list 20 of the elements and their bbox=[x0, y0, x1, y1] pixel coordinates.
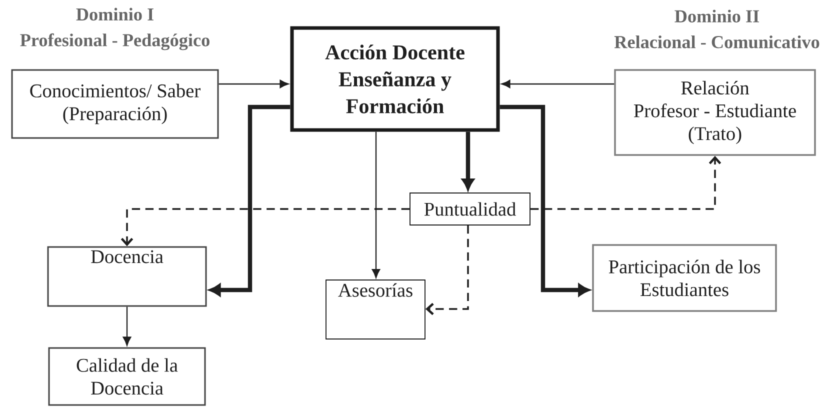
domain-heading: Dominio I Profesional - Pedagógico bbox=[20, 8, 210, 50]
process-box: Docencia bbox=[47, 246, 207, 307]
arrow bbox=[122, 306, 132, 346]
arrow bbox=[501, 80, 614, 88]
arrow bbox=[500, 104, 590, 296]
process-box: Puntualidad bbox=[410, 192, 530, 226]
process-box: Acción Docente Enseñanza y Formación bbox=[290, 26, 500, 132]
arrow bbox=[372, 132, 380, 278]
arrow bbox=[425, 225, 469, 316]
process-box: Conocimientos/ Saber (Preparación) bbox=[11, 69, 219, 139]
arrow bbox=[210, 104, 290, 296]
process-box: Relación Profesor - Estudiante (Trato) bbox=[614, 69, 816, 156]
process-box: Participación de los Estudiantes bbox=[592, 244, 777, 312]
process-box: Asesorías bbox=[326, 280, 426, 340]
domain-heading: Dominio II Relacional - Comunicativo bbox=[614, 10, 820, 48]
arrow bbox=[462, 132, 474, 190]
process-box: Calidad de la Docencia bbox=[48, 347, 206, 406]
arrow bbox=[120, 208, 410, 246]
arrow bbox=[218, 80, 289, 88]
arrow bbox=[530, 156, 722, 210]
